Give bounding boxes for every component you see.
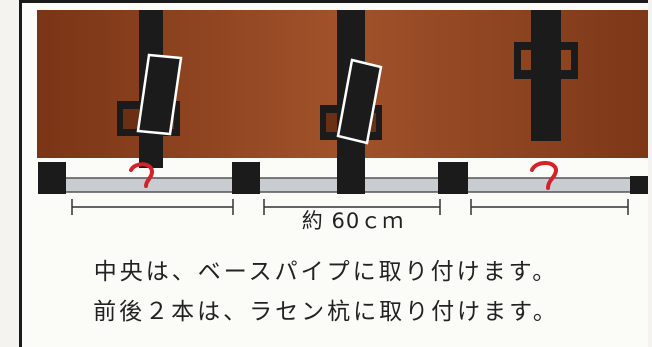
red-hook-left bbox=[129, 162, 155, 188]
post-left bbox=[117, 10, 183, 168]
tilted-panel-center bbox=[336, 58, 383, 145]
caption-center-base-pipe: 中央は、ベースパイプに取り付けます。 bbox=[93, 259, 559, 285]
red-hook-right bbox=[530, 161, 558, 190]
post-center bbox=[320, 10, 383, 194]
pipe-connectors bbox=[38, 162, 648, 194]
measurement-brackets bbox=[71, 199, 629, 215]
measurement-label: 約 60ｃｍ bbox=[301, 209, 405, 233]
post-right bbox=[514, 10, 578, 141]
tilted-panel-left bbox=[136, 53, 183, 136]
caption-front-back-screw-stakes: 前後２本は、ラセン杭に取り付けます。 bbox=[93, 299, 559, 325]
